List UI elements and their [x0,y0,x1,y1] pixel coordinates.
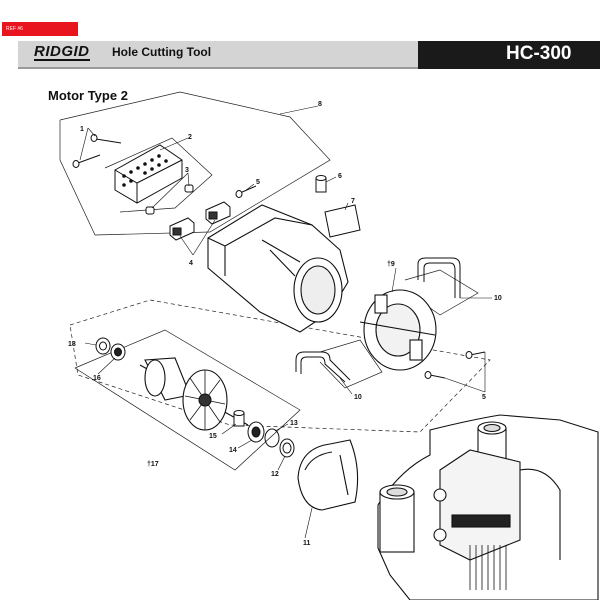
part-11-shroud [297,439,359,511]
header-band [18,41,418,67]
callout-3: 3 [185,167,189,174]
callout-5-upper: 5 [256,179,260,186]
callout-labels: 1 2 3 4 5 6 7 8 †9 10 10 5 18 16 15 14 1… [68,101,502,547]
part-17-armature [139,357,249,431]
header-underline [18,67,418,69]
product-name: Hole Cutting Tool [112,45,212,59]
callout-12: 12 [271,471,279,478]
section-title: Motor Type 2 [48,88,128,103]
callout-5-lower: 5 [482,394,486,401]
part-16-bearing [110,343,126,361]
part-10-wires [295,257,461,383]
model-number: HC-300 [506,43,572,64]
callout-17: †17 [147,461,159,468]
callout-6: 6 [338,173,342,180]
leader-lines [79,105,492,539]
part-12-ring [279,438,295,458]
callout-11: 11 [303,540,311,547]
part-5-screws-lower [424,351,486,379]
part-4-brushes [169,201,231,241]
callout-16: 16 [93,375,101,382]
brand-logo: RIDGID [34,43,90,61]
callout-8: 8 [318,101,322,108]
part-5-screw-upper [235,185,257,198]
part-9-field [359,289,437,371]
callout-7: 7 [351,198,355,205]
part-6-spacer [315,175,327,193]
ref-tag: REF #6 [2,22,78,36]
callout-2: 2 [188,134,192,141]
part-14-bearing [247,421,265,443]
callout-10-lower: 10 [354,394,362,401]
part-2-brush-plate [114,144,183,204]
header-model-band [418,41,600,69]
motor-housing [207,204,349,333]
part-18-bearing [95,337,111,355]
callout-14: 14 [229,447,237,454]
callout-15: 15 [209,433,217,440]
part-13-oring [264,428,280,448]
callout-4: 4 [189,260,193,267]
callout-10-upper: 10 [494,295,502,302]
callout-9: †9 [387,261,395,268]
part-3-springs [145,184,194,215]
part-1-screws [72,134,122,168]
callout-1: 1 [80,126,84,133]
tool-body [377,414,599,600]
callout-18: 18 [68,341,76,348]
part-15-bearing [233,410,245,427]
part-7-label [324,204,361,238]
group-outlines [59,91,491,471]
callout-13: 13 [290,420,298,427]
